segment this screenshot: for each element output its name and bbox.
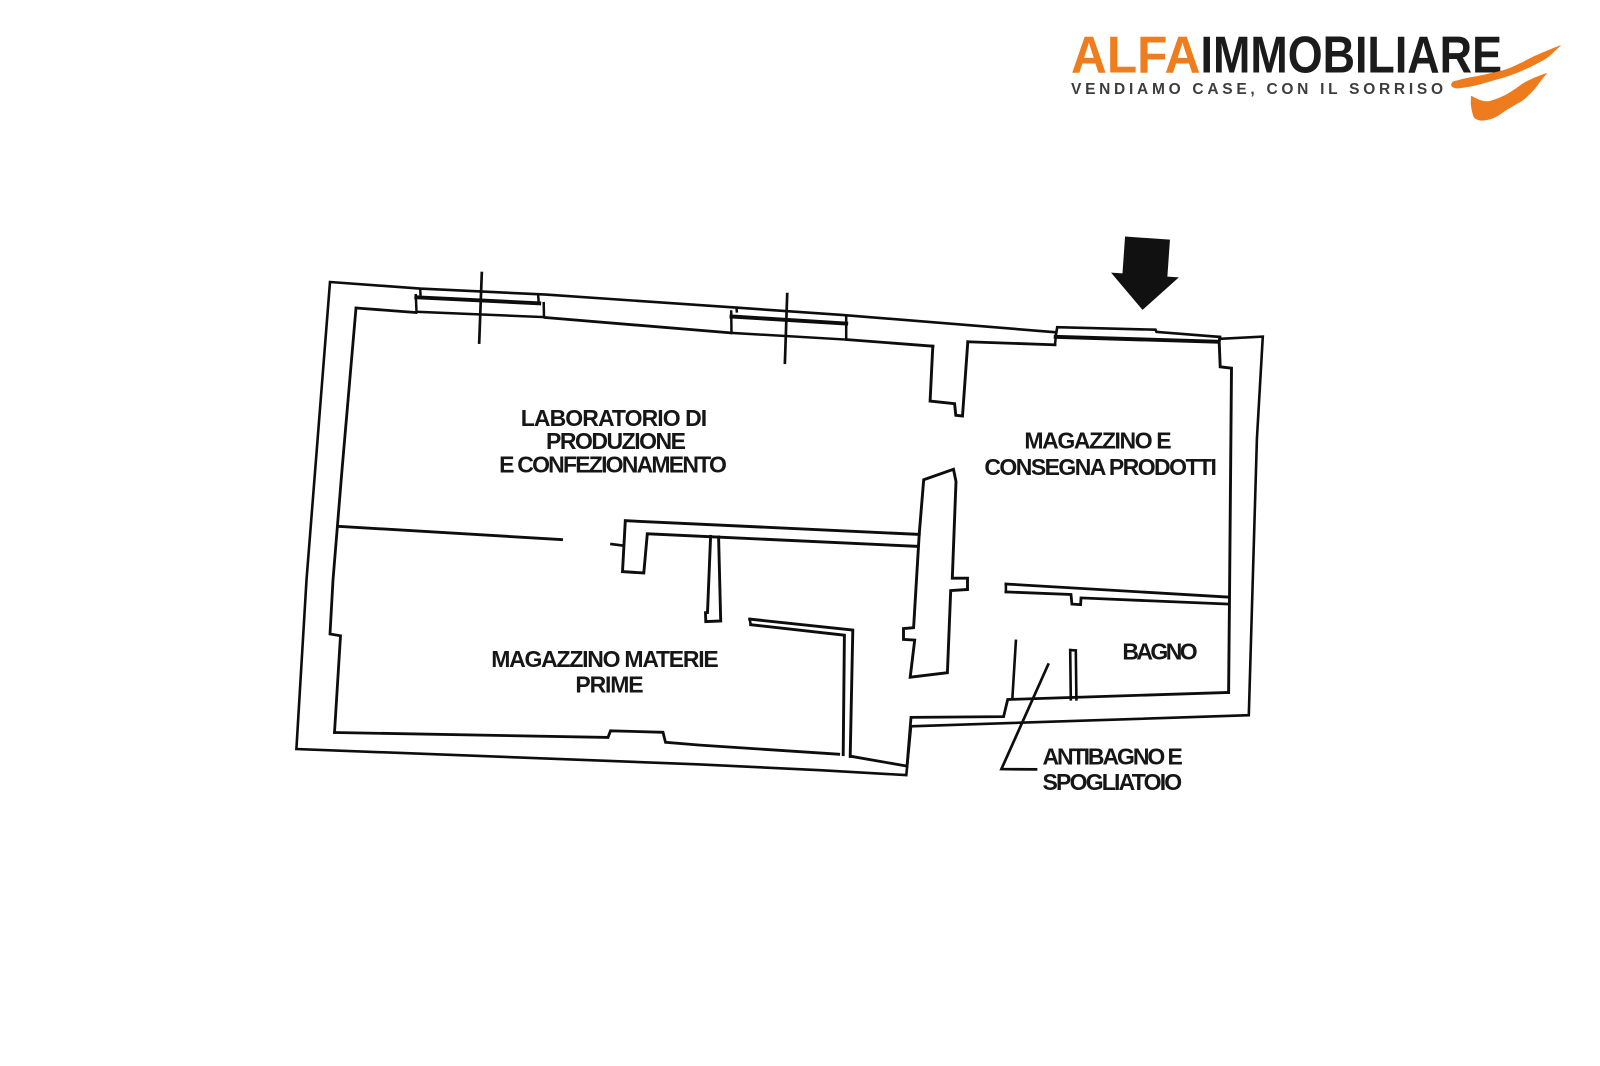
svg-text:LABORATORIO DI: LABORATORIO DI — [521, 405, 707, 431]
svg-text:PRIME: PRIME — [575, 672, 643, 698]
svg-text:SPOGLIATOIO: SPOGLIATOIO — [1043, 769, 1183, 795]
svg-text:MAGAZZINO MATERIE: MAGAZZINO MATERIE — [491, 646, 719, 672]
svg-text:ANTIBAGNO E: ANTIBAGNO E — [1043, 744, 1183, 770]
svg-text:PRODUZIONE: PRODUZIONE — [546, 428, 686, 454]
svg-text:CONSEGNA PRODOTTI: CONSEGNA PRODOTTI — [984, 454, 1217, 480]
svg-text:BAGNO: BAGNO — [1122, 639, 1197, 665]
svg-text:MAGAZZINO E: MAGAZZINO E — [1024, 428, 1171, 454]
svg-text:E CONFEZIONAMENTO: E CONFEZIONAMENTO — [499, 452, 727, 478]
svg-text:IMMOBILIARE: IMMOBILIARE — [1201, 26, 1503, 84]
svg-text:ALFA: ALFA — [1071, 26, 1201, 84]
